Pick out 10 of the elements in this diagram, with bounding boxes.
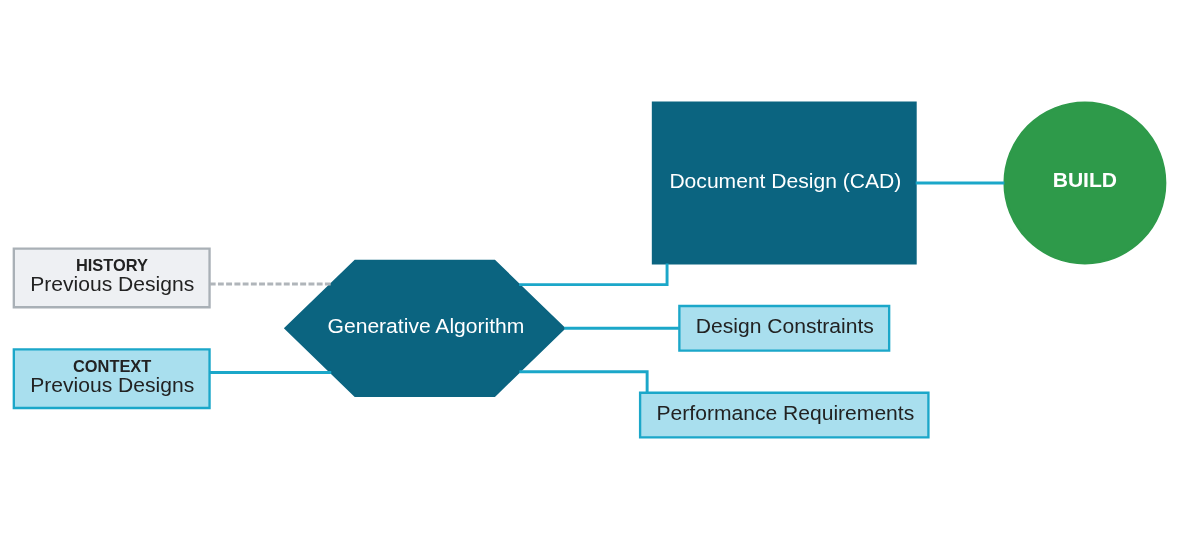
connector — [209, 282, 332, 286]
node-circle: BUILD — [1003, 101, 1167, 265]
connector — [915, 181, 1005, 185]
node-box: CONTEXT Previous Designs — [12, 348, 211, 410]
node-box: Design Constraints — [678, 304, 891, 352]
node-box: Performance Requirements — [638, 391, 930, 439]
node-box: Document Design (CAD) — [651, 101, 917, 265]
connector — [564, 326, 679, 330]
connector — [209, 371, 332, 375]
node-box: HISTORY Previous Designs — [12, 247, 211, 309]
